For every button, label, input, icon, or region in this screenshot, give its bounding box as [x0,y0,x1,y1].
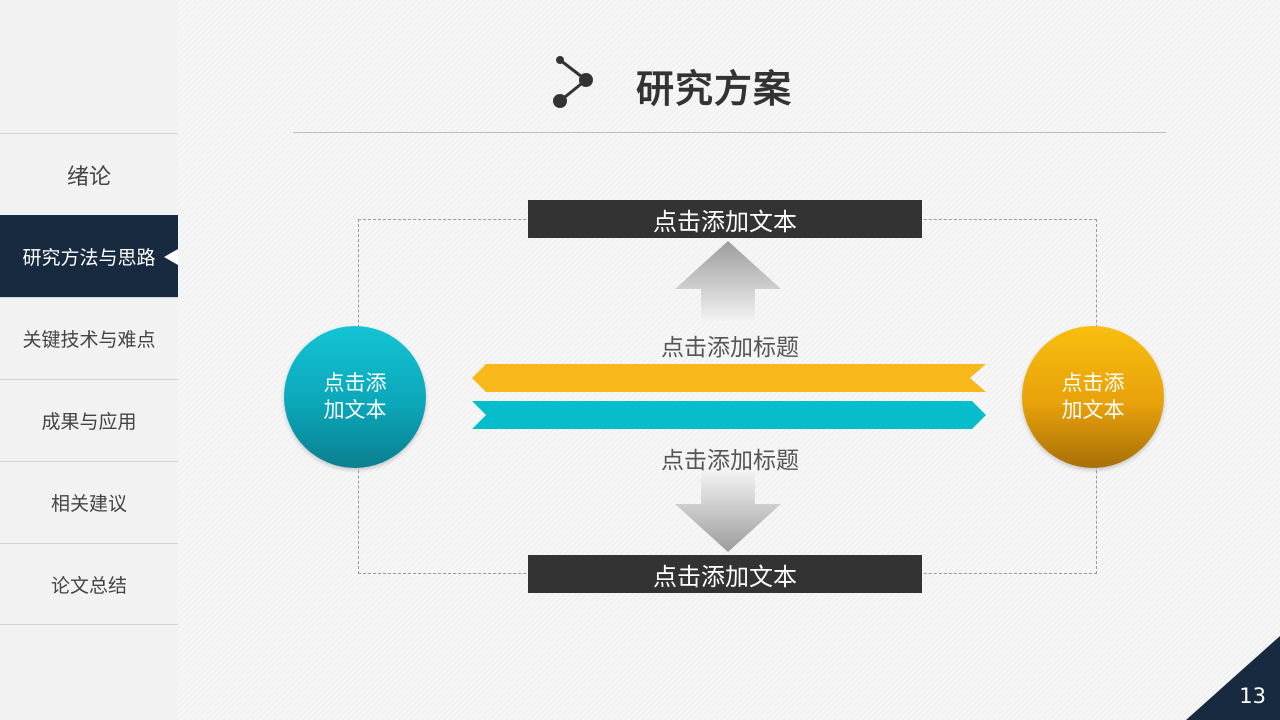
molecule-share-icon [553,56,593,108]
right-circle-label: 点击添加文本 [1061,371,1125,422]
sidebar-item-label: 研究方法与思路 [22,247,156,269]
left-circle-label: 点击添加文本 [323,371,387,422]
sidebar-item-intro[interactable]: 绪论 [0,133,178,215]
sidebar-item-label: 相关建议 [50,493,127,515]
right-circle[interactable]: 点击添加文本 [1022,326,1164,468]
page-title: 研究方案 [636,67,793,111]
sidebar: 绪论 研究方法与思路 关键技术与难点 成果与应用 相关建议 论文总结 [0,0,178,720]
title-divider [293,132,1166,133]
lower-title-label[interactable]: 点击添加标题 [661,448,799,474]
sidebar-nav: 绪论 研究方法与思路 关键技术与难点 成果与应用 相关建议 论文总结 [0,133,178,625]
top-text-box[interactable]: 点击添加文本 [528,200,922,238]
sidebar-item-label: 关键技术与难点 [22,329,156,351]
sidebar-item-label: 论文总结 [50,574,127,597]
bottom-text-box[interactable]: 点击添加文本 [528,555,922,593]
yellow-left-band [472,364,986,392]
upper-title-label[interactable]: 点击添加标题 [661,335,799,361]
sidebar-item-methods[interactable]: 研究方法与思路 [0,215,178,297]
sidebar-item-summary[interactable]: 论文总结 [0,543,178,625]
sidebar-item-results[interactable]: 成果与应用 [0,379,178,461]
sidebar-item-key-tech[interactable]: 关键技术与难点 [0,297,178,379]
sidebar-item-label: 绪论 [66,164,111,190]
page-number: 13 [1239,684,1266,708]
up-arrow-icon [675,241,781,321]
sidebar-item-label: 成果与应用 [41,411,137,433]
sidebar-item-suggestions[interactable]: 相关建议 [0,461,178,543]
left-circle[interactable]: 点击添加文本 [284,326,426,468]
teal-right-band [472,401,986,429]
bottom-text-box-label: 点击添加文本 [653,562,797,591]
down-arrow-icon [675,472,781,552]
top-text-box-label: 点击添加文本 [653,207,797,236]
page-corner-triangle [1186,636,1280,720]
